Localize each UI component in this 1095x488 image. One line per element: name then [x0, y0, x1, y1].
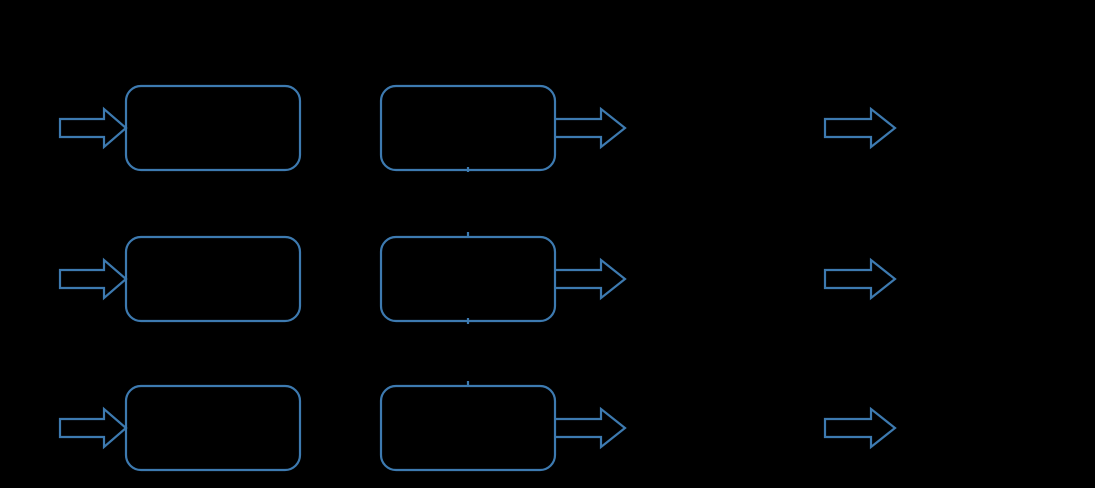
trailing-arrow-row-2[interactable] [823, 257, 897, 301]
process-box-row-1-col-2[interactable] [379, 84, 557, 172]
trailing-arrow-row-3[interactable] [823, 406, 897, 450]
diagram-row-1 [58, 84, 897, 172]
diagram-row-3 [58, 381, 897, 472]
process-box-row-2-col-2[interactable] [379, 235, 557, 323]
process-box-row-3-col-1[interactable] [124, 384, 302, 472]
diagram-row-2 [58, 232, 897, 324]
output-arrow-row-3[interactable] [556, 406, 627, 450]
process-box-row-2-col-1[interactable] [124, 235, 302, 323]
input-arrow-row-3[interactable] [58, 406, 128, 450]
output-arrow-row-1[interactable] [556, 106, 627, 150]
process-box-row-3-col-2[interactable] [379, 384, 557, 472]
trailing-arrow-row-1[interactable] [823, 106, 897, 150]
input-arrow-row-1[interactable] [58, 106, 128, 150]
process-box-row-1-col-1[interactable] [124, 84, 302, 172]
output-arrow-row-2[interactable] [556, 257, 627, 301]
input-arrow-row-2[interactable] [58, 257, 128, 301]
